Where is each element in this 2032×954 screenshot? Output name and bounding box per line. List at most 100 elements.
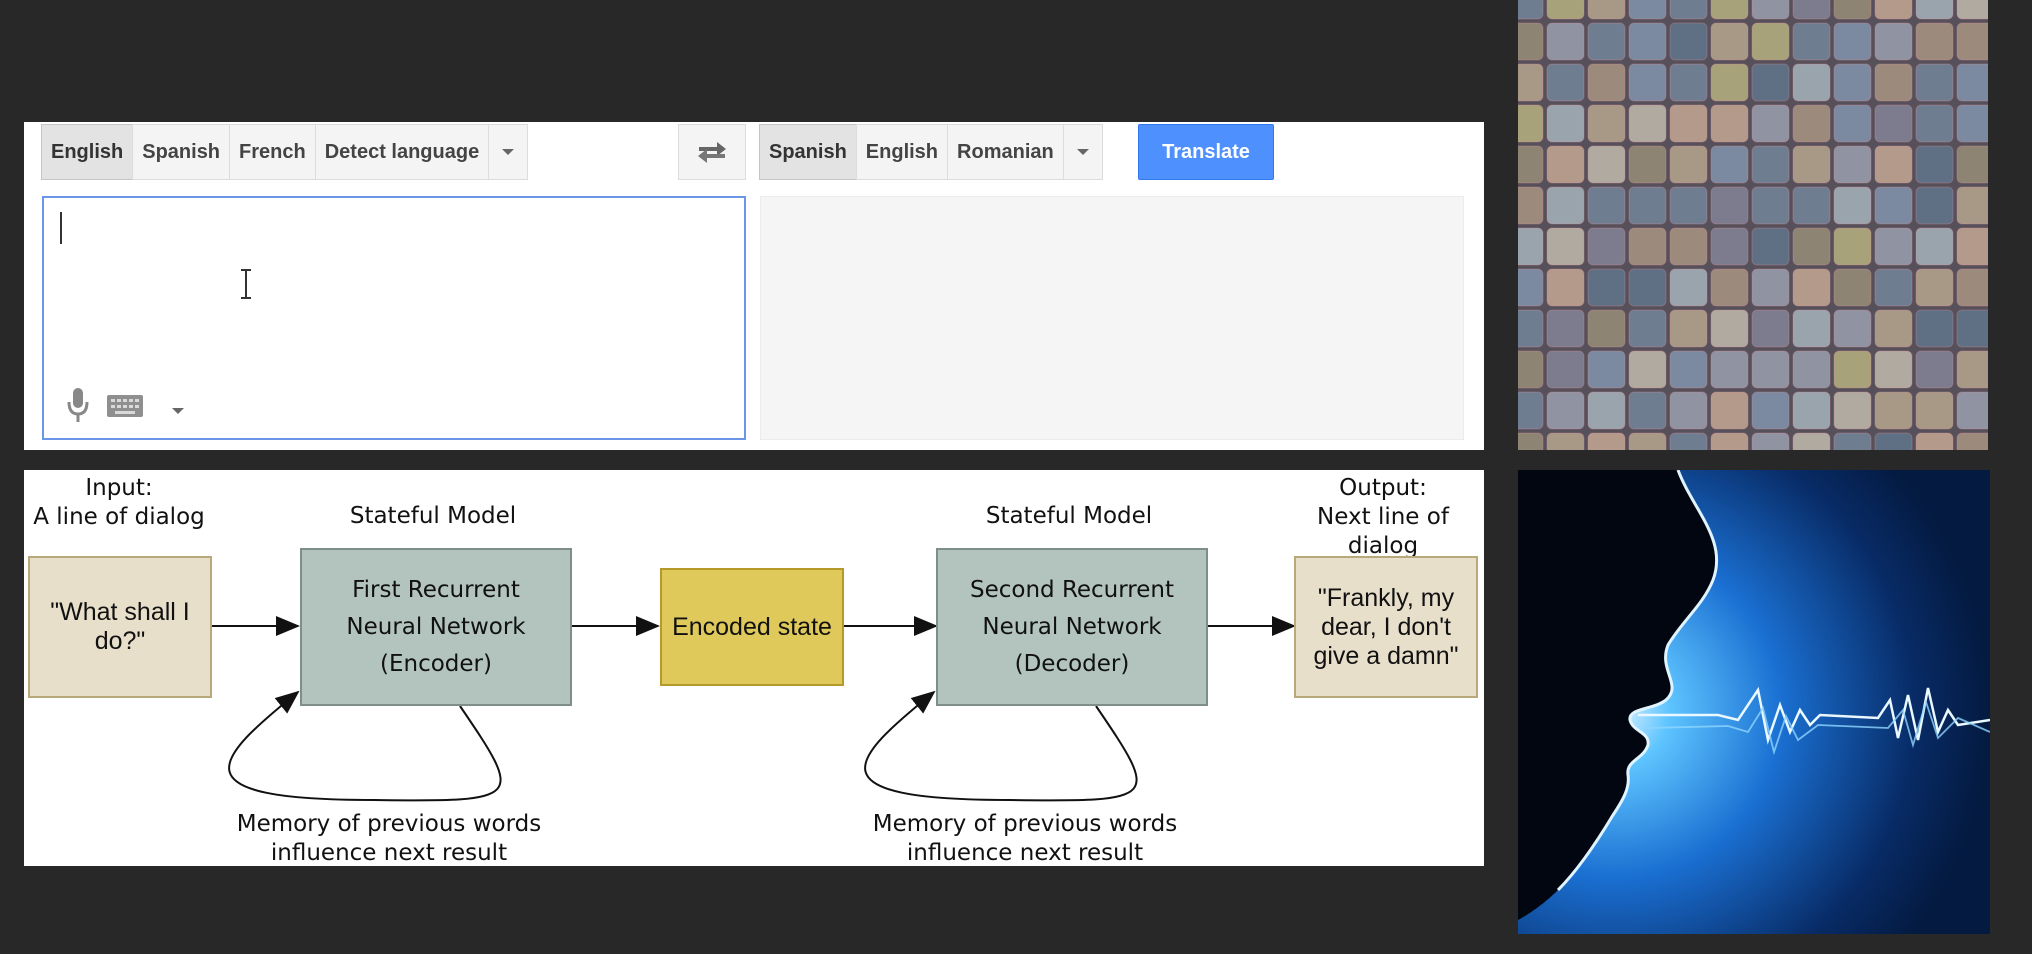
mosaic-tile (1710, 145, 1749, 184)
mosaic-tile (1833, 350, 1872, 389)
target-lang-spanish[interactable]: Spanish (759, 124, 857, 180)
source-lang-english[interactable]: English (41, 124, 134, 180)
mosaic-tile (1669, 268, 1708, 307)
decoder-box: Second Recurrent Neural Network (Decoder… (936, 548, 1208, 706)
mosaic-tile (1628, 186, 1667, 225)
target-lang-english[interactable]: English (855, 124, 949, 180)
mosaic-tile (1587, 309, 1626, 348)
encoder-line-1: First Recurrent (352, 576, 520, 603)
source-lang-dropdown[interactable] (488, 124, 529, 180)
chevron-down-icon (502, 149, 515, 155)
mosaic-tile (1628, 268, 1667, 307)
mosaic-tile (1792, 350, 1831, 389)
mosaic-tile (1628, 309, 1667, 348)
ibeam-cursor-icon (241, 269, 251, 299)
chevron-down-icon[interactable] (172, 408, 184, 414)
mosaic-tile (1546, 0, 1585, 20)
source-lang-french[interactable]: French (229, 124, 316, 180)
output-title-line: Output: (1339, 475, 1427, 501)
mosaic-pattern (1518, 0, 1988, 450)
decoder-line-3: (Decoder) (1014, 650, 1130, 677)
memory-label: Memory of previous words influence next … (830, 810, 1220, 868)
mosaic-tile (1546, 186, 1585, 225)
voice-silhouette-image (1518, 470, 1990, 934)
mosaic-tile (1915, 63, 1954, 102)
mosaic-tile (1546, 309, 1585, 348)
translate-button[interactable]: Translate (1138, 124, 1274, 180)
mosaic-tile (1874, 63, 1913, 102)
mosaic-tile (1628, 432, 1667, 450)
mosaic-tile (1956, 104, 1988, 143)
mosaic-tile (1833, 268, 1872, 307)
mosaic-tile (1956, 186, 1988, 225)
mosaic-tile (1751, 350, 1790, 389)
mosaic-tile (1710, 186, 1749, 225)
mosaic-tile (1587, 186, 1626, 225)
mosaic-tile (1751, 63, 1790, 102)
output-dialog-box: "Frankly, my dear, I don't give a damn" (1294, 556, 1478, 698)
mosaic-tile (1915, 104, 1954, 143)
mosaic-tile (1874, 22, 1913, 61)
mosaic-tile (1792, 227, 1831, 266)
microphone-icon[interactable] (66, 386, 90, 426)
mosaic-tile (1751, 309, 1790, 348)
mosaic-tile (1546, 350, 1585, 389)
input-dialog-box: "What shall I do?" (28, 556, 212, 698)
mosaic-tile (1833, 432, 1872, 450)
mosaic-tile (1587, 227, 1626, 266)
source-lang-spanish[interactable]: Spanish (132, 124, 231, 180)
mosaic-tile (1546, 104, 1585, 143)
text-cursor (60, 212, 62, 244)
target-lang-romanian[interactable]: Romanian (947, 124, 1064, 180)
encoded-state-box: Encoded state (660, 568, 844, 686)
mosaic-tile (1833, 309, 1872, 348)
mosaic-tile (1710, 22, 1749, 61)
mosaic-tile (1669, 186, 1708, 225)
mosaic-tile (1628, 0, 1667, 20)
mosaic-tile (1833, 227, 1872, 266)
mosaic-tile (1710, 309, 1749, 348)
mosaic-tile (1710, 227, 1749, 266)
target-lang-dropdown[interactable] (1062, 124, 1103, 180)
mosaic-tile (1518, 432, 1544, 450)
mosaic-tile (1915, 227, 1954, 266)
swap-languages-button[interactable] (678, 124, 746, 180)
mosaic-tile (1915, 186, 1954, 225)
mosaic-tile (1669, 350, 1708, 389)
mosaic-tile (1956, 268, 1988, 307)
mosaic-tile (1518, 268, 1544, 307)
mosaic-tile (1628, 227, 1667, 266)
mosaic-tile (1518, 227, 1544, 266)
mosaic-tile (1518, 22, 1544, 61)
mosaic-tile (1874, 186, 1913, 225)
mosaic-tile (1874, 104, 1913, 143)
mosaic-tile (1546, 268, 1585, 307)
mosaic-tile (1874, 0, 1913, 20)
mosaic-tile (1628, 22, 1667, 61)
mosaic-tile (1710, 0, 1749, 20)
mosaic-tile (1833, 186, 1872, 225)
mosaic-tile (1751, 391, 1790, 430)
mosaic-tile (1751, 0, 1790, 20)
keyboard-icon[interactable] (106, 394, 144, 418)
mosaic-tile (1587, 350, 1626, 389)
memory-label: Memory of previous words influence next … (194, 810, 584, 868)
mosaic-tile (1546, 145, 1585, 184)
mosaic-tile (1669, 0, 1708, 20)
mosaic-tile (1518, 186, 1544, 225)
mosaic-tile (1546, 63, 1585, 102)
source-text-input[interactable] (42, 196, 746, 440)
decoder-line-1: Second Recurrent (969, 576, 1175, 603)
mosaic-tile (1874, 391, 1913, 430)
mosaic-tile (1956, 350, 1988, 389)
mosaic-tile (1874, 268, 1913, 307)
mosaic-tile (1792, 0, 1831, 20)
mosaic-tile (1628, 391, 1667, 430)
mosaic-tile (1874, 145, 1913, 184)
mosaic-tile (1546, 432, 1585, 450)
mosaic-tile (1546, 227, 1585, 266)
mosaic-tile (1833, 63, 1872, 102)
source-lang-detect[interactable]: Detect language (314, 124, 490, 180)
mosaic-tile (1915, 0, 1954, 20)
mosaic-tile (1751, 22, 1790, 61)
